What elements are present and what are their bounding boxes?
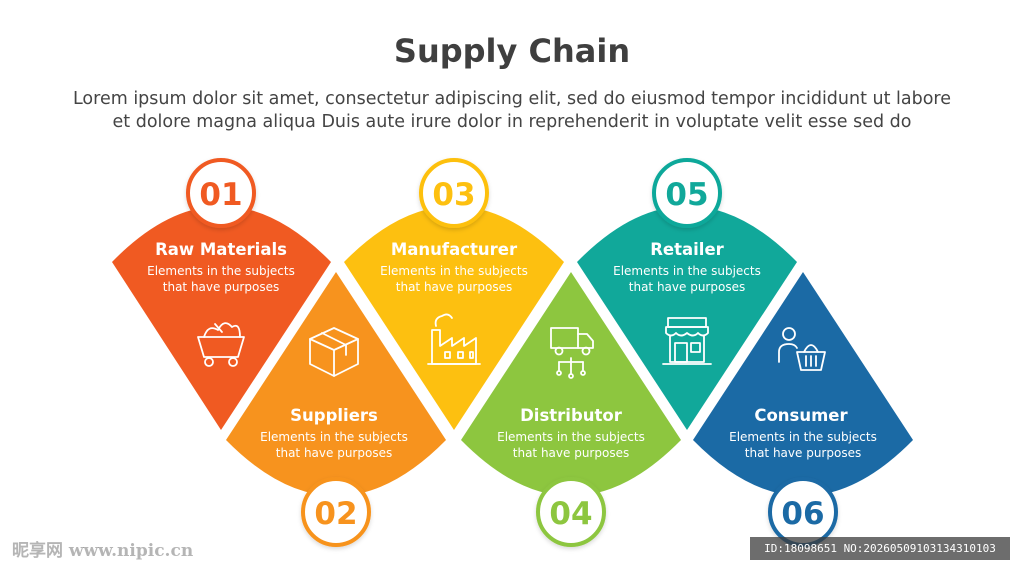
step-01-number: 01 — [199, 177, 242, 213]
step-04: 04 Distributor Elements in the subjects … — [461, 272, 681, 547]
step-05-title: Retailer — [650, 240, 724, 259]
step-06-number: 06 — [781, 496, 824, 532]
step-05: 05 Retailer Elements in the subjects tha… — [577, 158, 797, 430]
step-03-desc: Elements in the subjects — [380, 264, 528, 278]
step-02-title: Suppliers — [290, 406, 378, 425]
step-06-title: Consumer — [754, 406, 848, 425]
step-01-desc: Elements in the subjects — [147, 264, 295, 278]
step-03-title: Manufacturer — [391, 240, 518, 259]
step-01-number-badge — [186, 158, 256, 228]
step-01-title: Raw Materials — [155, 240, 287, 259]
subtitle-line: et dolore magna aliqua Duis aute irure d… — [112, 112, 912, 132]
step-06-shape — [693, 272, 913, 496]
store-icon — [662, 317, 712, 365]
step-02-desc: that have purposes — [276, 446, 392, 460]
step-03: 03 Manufacturer Elements in the subjects… — [344, 158, 564, 430]
step-01-shape — [112, 206, 331, 430]
step-03-desc: that have purposes — [396, 280, 512, 294]
step-03-number-badge — [419, 158, 489, 228]
step-03-shape — [344, 206, 564, 430]
mining-cart-icon — [197, 322, 245, 367]
step-04-desc: Elements in the subjects — [497, 430, 645, 444]
page-title: Supply Chain — [393, 32, 631, 70]
factory-icon — [427, 313, 481, 365]
step-05-number: 05 — [665, 177, 708, 213]
step-06: 06 Consumer Elements in the subjects tha… — [693, 272, 913, 547]
step-04-desc: that have purposes — [513, 446, 629, 460]
step-05-desc: that have purposes — [629, 280, 745, 294]
watermark-id: ID:18098651 NO:20260509103134310103 — [750, 537, 1010, 560]
step-02-shape — [226, 272, 446, 496]
step-04-number: 04 — [549, 496, 592, 532]
step-04-number-badge — [536, 477, 606, 547]
step-01: 01 Raw Materials Elements in the subject… — [112, 158, 331, 430]
step-04-shape — [461, 272, 681, 496]
step-05-number-badge — [652, 158, 722, 228]
step-02-number: 02 — [314, 496, 357, 532]
step-02-number-badge — [301, 477, 371, 547]
watermark-logo: 昵享网 www.nipic.cn — [12, 541, 194, 561]
step-06-desc: that have purposes — [745, 446, 861, 460]
step-04-title: Distributor — [520, 406, 623, 425]
step-02: 02 Suppliers Elements in the subjects th… — [226, 272, 446, 547]
delivery-truck-icon — [550, 327, 594, 379]
box-icon — [309, 327, 359, 377]
step-03-number: 03 — [432, 177, 475, 213]
subtitle-line: Lorem ipsum dolor sit amet, consectetur … — [72, 89, 952, 109]
step-05-desc: Elements in the subjects — [613, 264, 761, 278]
step-01-desc: that have purposes — [163, 280, 279, 294]
step-06-desc: Elements in the subjects — [729, 430, 877, 444]
shopping-basket-icon — [778, 327, 826, 371]
page-subtitle: Lorem ipsum dolor sit amet, consectetur … — [40, 88, 984, 134]
step-02-desc: Elements in the subjects — [260, 430, 408, 444]
